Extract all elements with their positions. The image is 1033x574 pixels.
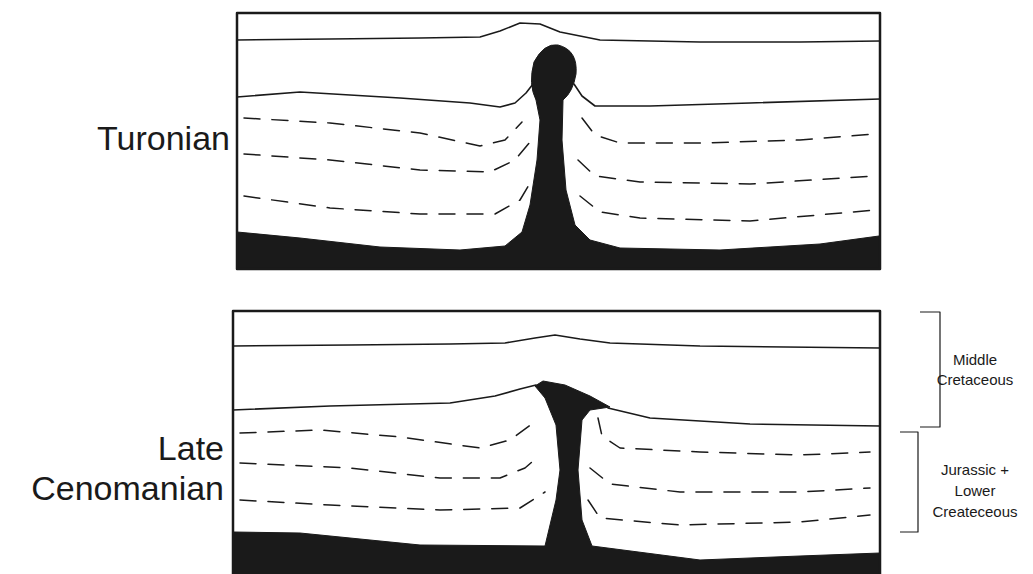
- bedding-lines: [244, 118, 875, 221]
- bedding-lines: [240, 418, 870, 525]
- age-bracket: [900, 432, 918, 532]
- horizon-line: [608, 408, 880, 426]
- section-frame: [233, 311, 880, 574]
- stage-label: Late Cenomanian: [0, 428, 224, 508]
- salt-body: [237, 45, 879, 268]
- age-bracket: [920, 312, 940, 427]
- horizon-line: [574, 84, 880, 106]
- horizon-line: [233, 385, 536, 410]
- stage-label: Turonian: [40, 118, 230, 158]
- surface-line: [237, 23, 880, 42]
- horizon-line: [237, 84, 533, 107]
- unit-label: Middle Cretaceous: [925, 350, 1025, 390]
- section-frame: [237, 13, 880, 269]
- salt-body: [233, 381, 880, 574]
- surface-line: [233, 335, 880, 348]
- unit-label: Jurassic + Lower Createceous: [925, 459, 1025, 522]
